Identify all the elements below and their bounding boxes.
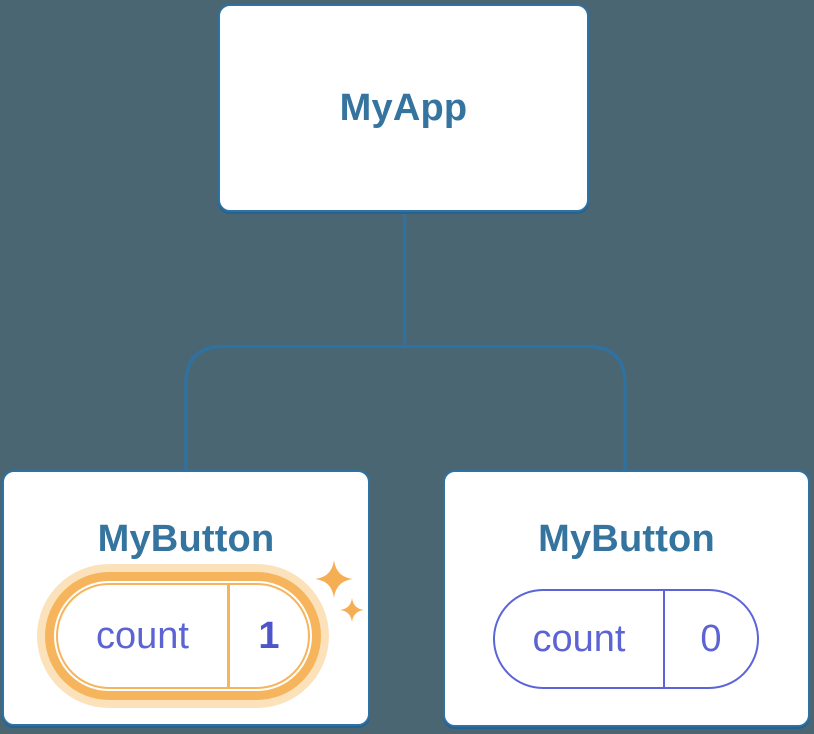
state-value: 1 (227, 585, 308, 687)
sparkles-icon (308, 556, 364, 624)
state-pill-highlighted: count 1 (56, 583, 310, 689)
node-myapp-label: MyApp (339, 87, 468, 129)
state-name-label: count (96, 615, 189, 657)
node-mybutton-left-label: MyButton (97, 518, 275, 560)
node-myapp: MyApp (218, 4, 589, 212)
state-pill-default: count 0 (493, 589, 759, 689)
state-value: 0 (663, 591, 757, 687)
node-mybutton-right-label: MyButton (538, 518, 715, 560)
state-name-label: count (532, 618, 626, 660)
